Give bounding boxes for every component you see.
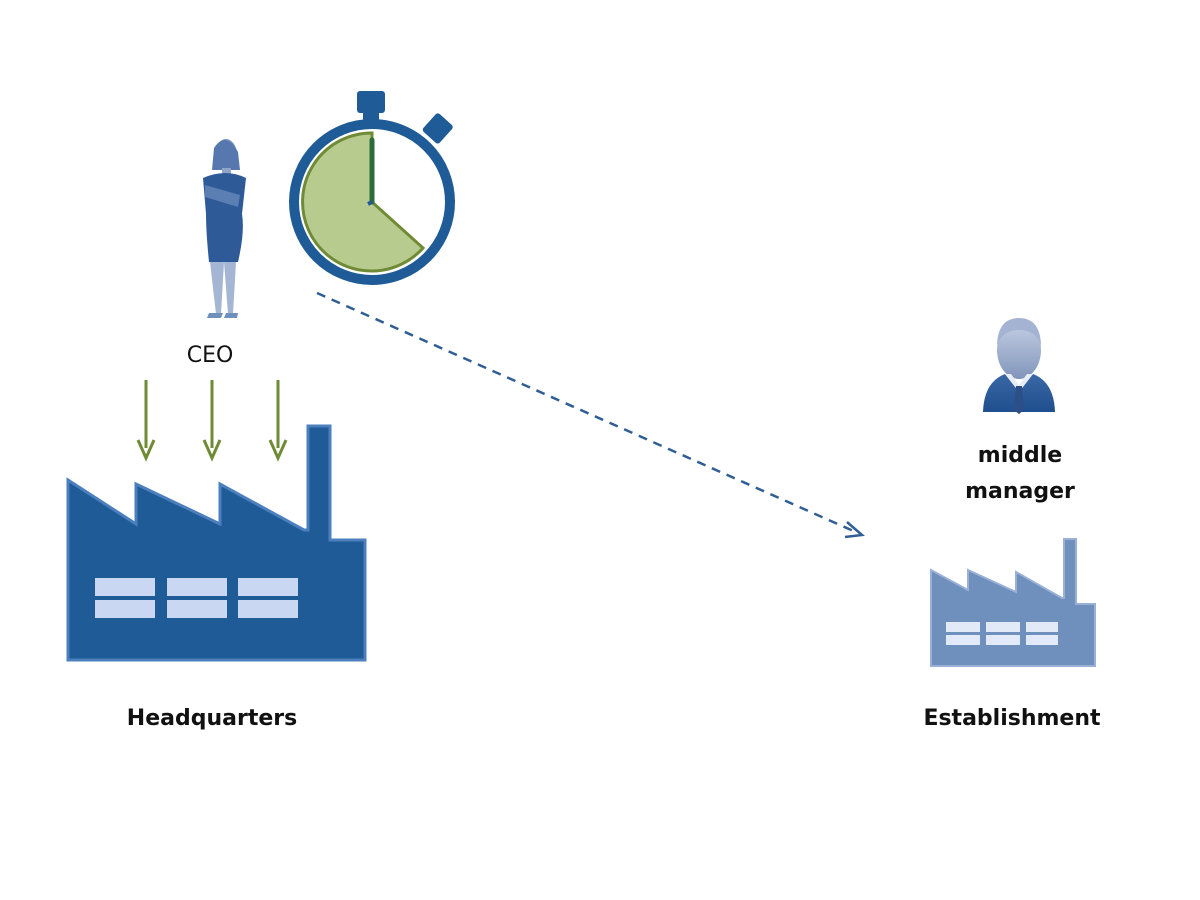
stopwatch-icon bbox=[289, 91, 455, 285]
factory-icon bbox=[930, 538, 1096, 667]
establishment-label: Establishment bbox=[923, 706, 1101, 731]
dashed-connector bbox=[316, 291, 865, 539]
middle-manager-label-line2: manager bbox=[965, 479, 1075, 504]
ceo-label: CEO bbox=[186, 343, 234, 368]
businessman-icon bbox=[983, 318, 1055, 414]
middle-manager-label-line1: middle bbox=[977, 443, 1063, 468]
factory-icon bbox=[66, 424, 367, 662]
down-arrow-icon bbox=[202, 380, 222, 462]
headquarters-label: Headquarters bbox=[126, 706, 298, 731]
businesswoman-icon bbox=[203, 139, 246, 318]
middle-manager-label: middle manager bbox=[930, 438, 1110, 510]
down-arrow-icon bbox=[268, 380, 288, 462]
down-arrow-icon bbox=[136, 380, 156, 462]
